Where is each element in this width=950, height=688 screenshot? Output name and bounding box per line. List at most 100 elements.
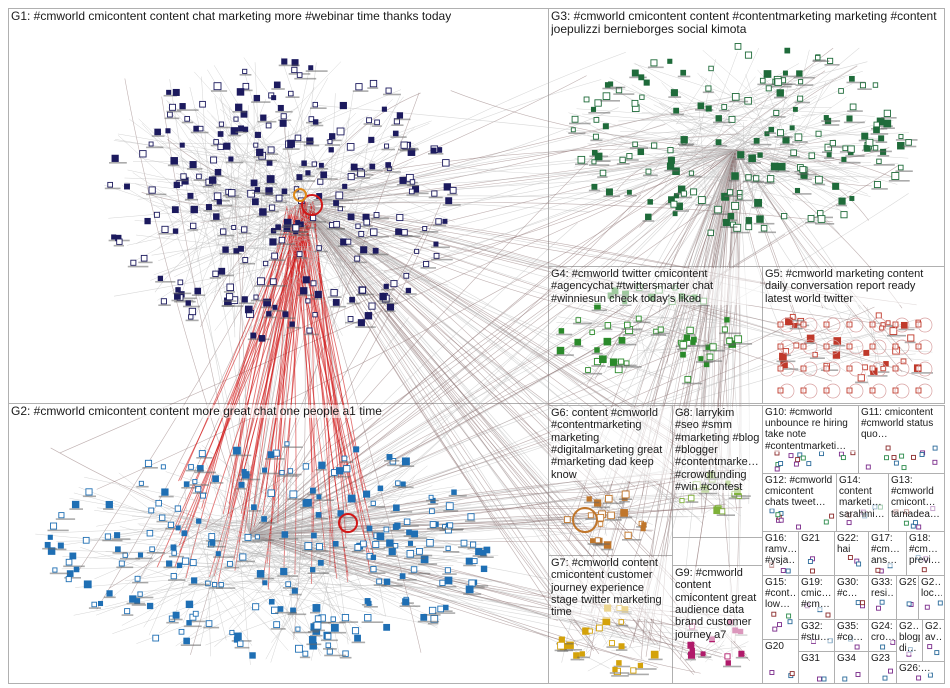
graph-node[interactable] <box>862 133 868 139</box>
graph-node[interactable] <box>217 200 221 204</box>
graph-node[interactable] <box>319 163 323 167</box>
graph-node[interactable] <box>254 295 258 299</box>
graph-node[interactable] <box>768 176 774 182</box>
graph-node[interactable] <box>397 214 403 220</box>
graph-node[interactable] <box>374 213 379 218</box>
graph-node[interactable] <box>209 177 216 184</box>
graph-node[interactable] <box>153 635 159 641</box>
graph-node[interactable] <box>185 117 190 122</box>
graph-node[interactable] <box>314 622 321 629</box>
graph-node[interactable] <box>161 465 165 469</box>
graph-node[interactable] <box>880 600 884 604</box>
graph-node[interactable] <box>316 513 321 518</box>
graph-node[interactable] <box>238 641 243 646</box>
graph-node[interactable] <box>211 157 217 163</box>
graph-node[interactable] <box>179 629 184 634</box>
graph-node[interactable] <box>312 533 317 538</box>
graph-node[interactable] <box>253 604 259 610</box>
graph-node[interactable] <box>367 526 372 531</box>
graph-node[interactable] <box>254 143 258 147</box>
graph-node[interactable] <box>317 495 321 499</box>
graph-node[interactable] <box>150 547 155 552</box>
graph-node[interactable] <box>177 563 181 567</box>
graph-node[interactable] <box>412 531 418 537</box>
graph-node[interactable] <box>808 560 812 564</box>
graph-node[interactable] <box>355 256 360 261</box>
graph-node[interactable] <box>619 359 624 364</box>
graph-node[interactable] <box>775 79 782 86</box>
graph-node[interactable] <box>156 500 162 506</box>
graph-node[interactable] <box>778 623 782 627</box>
graph-node[interactable] <box>401 482 405 486</box>
graph-node[interactable] <box>171 545 176 550</box>
graph-node[interactable] <box>603 93 610 100</box>
graph-node[interactable] <box>206 205 211 210</box>
graph-node[interactable] <box>190 560 196 566</box>
graph-node[interactable] <box>384 527 389 532</box>
graph-node[interactable] <box>633 142 638 147</box>
graph-node[interactable] <box>595 538 600 543</box>
graph-node[interactable] <box>257 571 264 578</box>
graph-node[interactable] <box>361 247 367 253</box>
graph-node[interactable] <box>406 288 410 292</box>
graph-node[interactable] <box>883 676 887 680</box>
graph-node[interactable] <box>706 86 711 91</box>
graph-node[interactable] <box>771 163 778 170</box>
graph-node[interactable] <box>337 128 344 135</box>
graph-node[interactable] <box>472 559 477 564</box>
graph-node[interactable] <box>365 313 372 320</box>
graph-node[interactable] <box>732 202 739 209</box>
graph-node[interactable] <box>710 344 716 350</box>
graph-node[interactable] <box>384 284 388 288</box>
graph-node[interactable] <box>673 212 677 216</box>
graph-node[interactable] <box>403 599 409 605</box>
graph-node[interactable] <box>816 131 821 136</box>
graph-node[interactable] <box>588 513 593 518</box>
graph-node[interactable] <box>906 140 912 146</box>
graph-node[interactable] <box>326 643 331 648</box>
graph-node[interactable] <box>881 366 886 371</box>
graph-node[interactable] <box>266 123 271 128</box>
graph-node[interactable] <box>746 218 752 224</box>
graph-node[interactable] <box>200 101 206 107</box>
graph-node[interactable] <box>594 118 599 123</box>
graph-node[interactable] <box>575 339 581 345</box>
graph-node[interactable] <box>182 531 187 536</box>
graph-node[interactable] <box>329 148 333 152</box>
graph-node[interactable] <box>644 80 649 85</box>
graph-node[interactable] <box>597 514 604 521</box>
graph-node[interactable] <box>933 446 937 450</box>
graph-node[interactable] <box>92 602 97 607</box>
graph-node[interactable] <box>213 583 217 587</box>
graph-node[interactable] <box>263 261 267 265</box>
graph-node[interactable] <box>269 205 274 210</box>
graph-node[interactable] <box>375 120 380 125</box>
graph-node[interactable] <box>850 196 854 200</box>
graph-node[interactable] <box>263 468 267 472</box>
graph-node[interactable] <box>445 577 452 584</box>
graph-node[interactable] <box>732 173 739 180</box>
graph-node[interactable] <box>384 579 390 585</box>
graph-node[interactable] <box>839 89 844 94</box>
graph-node[interactable] <box>83 537 89 543</box>
graph-node[interactable] <box>267 312 272 317</box>
graph-node[interactable] <box>723 219 729 225</box>
graph-node[interactable] <box>797 71 803 77</box>
graph-node[interactable] <box>466 558 472 564</box>
graph-node[interactable] <box>145 460 151 466</box>
graph-node[interactable] <box>780 353 787 360</box>
graph-node[interactable] <box>559 637 564 642</box>
graph-node[interactable] <box>354 447 359 452</box>
graph-node[interactable] <box>171 574 176 579</box>
graph-node[interactable] <box>782 214 787 219</box>
graph-node[interactable] <box>847 521 851 525</box>
graph-node[interactable] <box>377 579 382 584</box>
graph-node[interactable] <box>361 541 367 547</box>
graph-node[interactable] <box>367 118 372 123</box>
graph-node[interactable] <box>278 607 283 612</box>
graph-node[interactable] <box>237 89 244 96</box>
graph-node[interactable] <box>158 276 162 280</box>
graph-node[interactable] <box>687 327 693 333</box>
graph-node[interactable] <box>758 153 762 157</box>
graph-node[interactable] <box>627 190 631 194</box>
